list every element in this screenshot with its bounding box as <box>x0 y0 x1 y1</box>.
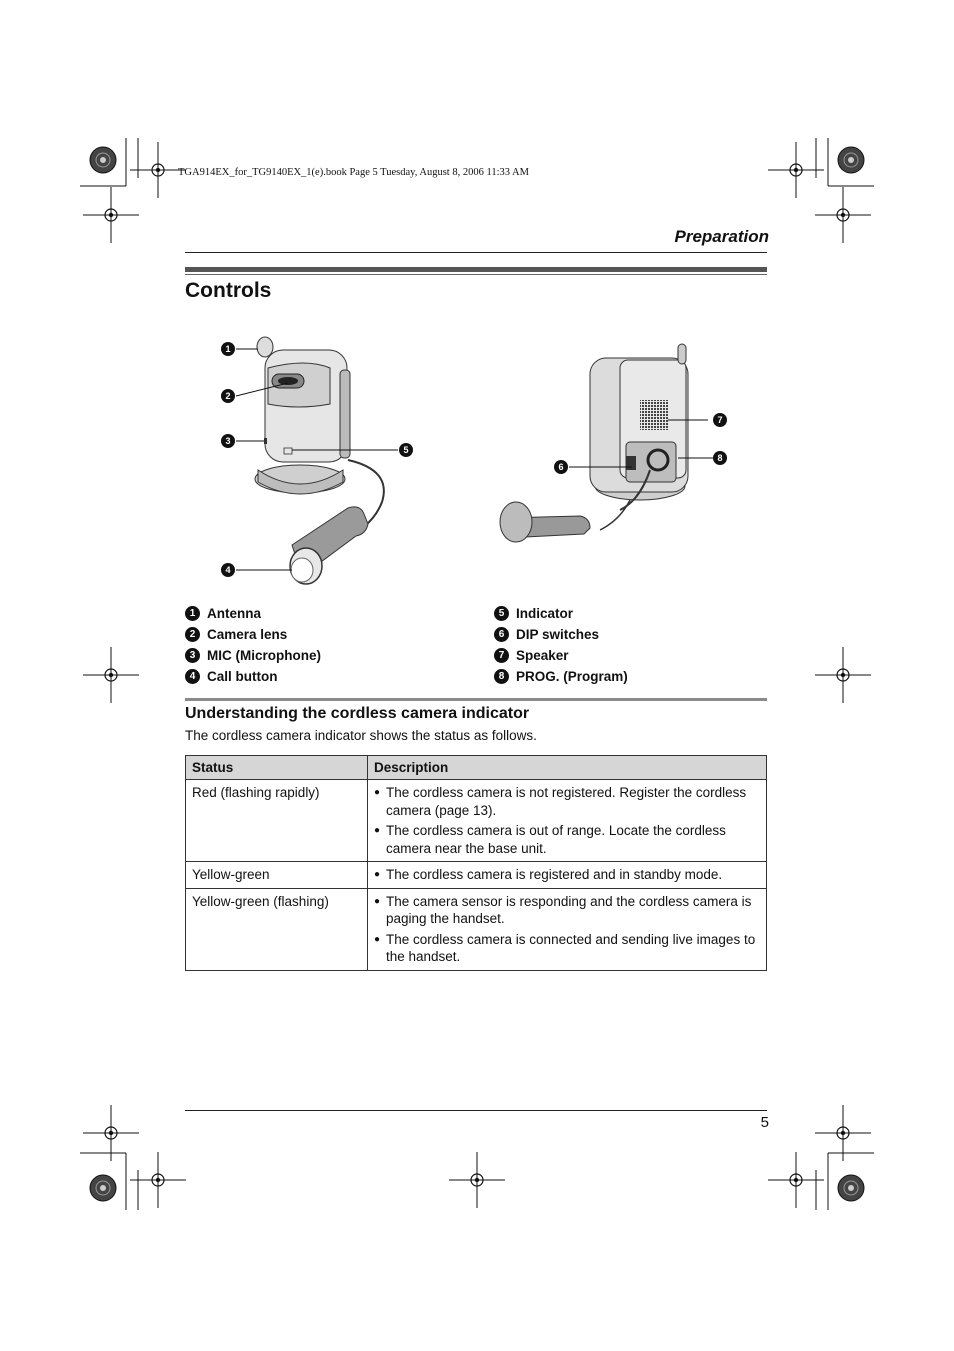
status-cell: Yellow-green (flashing) <box>185 887 368 971</box>
callout-number: 2 <box>185 627 200 642</box>
callout-label: Antenna <box>207 606 261 621</box>
svg-text:5: 5 <box>403 445 408 455</box>
callout-dip-switches: 6 DIP switches <box>494 624 599 645</box>
page-heading: Controls <box>185 279 272 302</box>
callout-number: 5 <box>494 606 509 621</box>
page-number: 5 <box>760 1114 769 1131</box>
callout-number: 3 <box>185 648 200 663</box>
section-title: Preparation <box>674 227 769 246</box>
bullet-icon: ● <box>374 825 381 836</box>
callout-label: MIC (Microphone) <box>207 648 321 663</box>
camera-front-view <box>254 336 385 585</box>
svg-text:2: 2 <box>225 391 230 401</box>
description-text: The cordless camera is not registered. R… <box>386 785 747 818</box>
file-header: TGA914EX_for_TG9140EX_1(e).book Page 5 T… <box>178 167 529 178</box>
callout-label: Call button <box>207 669 278 684</box>
callout-mic: 3 MIC (Microphone) <box>185 645 321 666</box>
status-cell: Red (flashing rapidly) <box>185 779 368 862</box>
description-cell: ● The camera sensor is responding and th… <box>367 887 767 971</box>
description-item: ● The cordless camera is connected and s… <box>374 931 760 966</box>
heading-rule-thick <box>185 267 767 272</box>
description-item: ● The camera sensor is responding and th… <box>374 893 760 928</box>
subsection-heading: Understanding the cordless camera indica… <box>185 705 530 722</box>
svg-text:6: 6 <box>558 462 563 472</box>
description-item: ● The cordless camera is out of range. L… <box>374 822 760 857</box>
bullet-icon: ● <box>374 933 381 945</box>
bullet-icon: ● <box>374 895 381 907</box>
intro-text: The cordless camera indicator shows the … <box>185 728 537 743</box>
heading-rule-thin <box>185 274 767 275</box>
callout-label: PROG. (Program) <box>516 669 628 684</box>
callout-label: Camera lens <box>207 627 288 642</box>
header-rule <box>185 252 767 253</box>
svg-text:1: 1 <box>225 344 230 354</box>
table-row: Red (flashing rapidly) ● The cordless ca… <box>185 779 767 862</box>
callout-number: 4 <box>185 669 200 684</box>
callout-number: 1 <box>185 606 200 621</box>
svg-text:8: 8 <box>717 453 722 463</box>
callout-call-button: 4 Call button <box>185 666 278 687</box>
callout-camera-lens: 2 Camera lens <box>185 624 287 645</box>
callout-label: DIP switches <box>516 627 600 642</box>
callout-label: Indicator <box>516 606 574 621</box>
column-header-description: Description <box>367 755 767 780</box>
svg-text:7: 7 <box>717 415 722 425</box>
description-text: The cordless camera is out of range. Loc… <box>386 823 726 856</box>
table-row: Yellow-green (flashing) ● The camera sen… <box>185 887 767 971</box>
callout-speaker: 7 Speaker <box>494 645 569 666</box>
bullet-icon: ● <box>374 869 381 880</box>
callout-number: 8 <box>494 669 509 684</box>
column-header-status: Status <box>185 755 368 780</box>
svg-text:3: 3 <box>225 436 230 446</box>
callout-prog: 8 PROG. (Program) <box>494 666 628 687</box>
description-text: The cordless camera is registered and in… <box>386 867 723 882</box>
description-cell: ● The cordless camera is not registered.… <box>367 779 767 862</box>
footer-rule <box>185 1110 767 1111</box>
description-cell: ● The cordless camera is registered and … <box>367 861 767 889</box>
svg-text:4: 4 <box>225 565 230 575</box>
camera-illustration: 1 2 3 4 5 7 8 6 <box>221 336 727 585</box>
table-header-row: Status Description <box>185 755 767 780</box>
description-text: The camera sensor is responding and the … <box>386 893 752 927</box>
description-text: The cordless camera is connected and sen… <box>386 931 756 965</box>
status-cell: Yellow-green <box>185 861 368 889</box>
subsection-rule <box>185 698 767 701</box>
callout-label: Speaker <box>516 648 569 663</box>
table-row: Yellow-green ● The cordless camera is re… <box>185 861 767 889</box>
description-item: ● The cordless camera is not registered.… <box>374 784 760 819</box>
description-item: ● The cordless camera is registered and … <box>374 866 760 884</box>
callout-number: 6 <box>494 627 509 642</box>
callout-legend: 1 Antenna 2 Camera lens 3 MIC (Microphon… <box>185 603 767 687</box>
camera-rear-view <box>499 343 689 543</box>
bullet-icon: ● <box>374 787 381 798</box>
callout-indicator: 5 Indicator <box>494 603 573 624</box>
indicator-status-table: Status Description Red (flashing rapidly… <box>185 755 767 971</box>
callout-antenna: 1 Antenna <box>185 603 261 624</box>
callout-number: 7 <box>494 648 509 663</box>
